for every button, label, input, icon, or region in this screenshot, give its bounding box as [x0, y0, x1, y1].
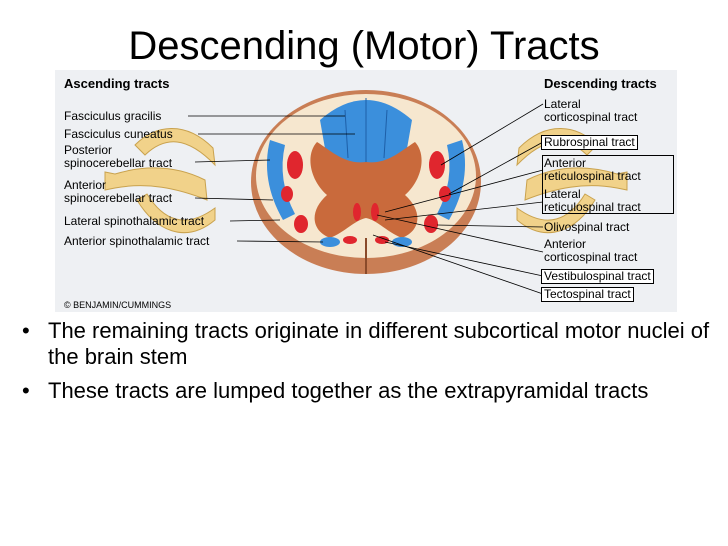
figure-credit: © BENJAMIN/CUMMINGS [64, 300, 172, 310]
label-lateral-spinothalamic: Lateral spinothalamic tract [64, 214, 205, 228]
label-olivospinal: Olivospinal tract [544, 220, 630, 234]
left-anterior-spinothalamic [320, 237, 340, 247]
left-anterior-corticospinal [353, 203, 361, 221]
right-lateral-corticospinal [429, 151, 445, 179]
label-posterior: Posterior [64, 143, 113, 157]
label-posterior-spinocerebellar: spinocerebellar tract [64, 156, 173, 170]
left-lateral-corticospinal [287, 151, 303, 179]
label-anterior-spinothalamic: Anterior spinothalamic tract [64, 234, 210, 248]
label-lateral-1: Lateral [544, 97, 581, 111]
right-dorsal-root [524, 167, 628, 201]
bullet-marker: • [22, 318, 30, 343]
label-lateral-corticospinal: corticospinal tract [544, 110, 638, 124]
descending-header: Descending tracts [544, 76, 657, 91]
gray-matter [310, 142, 422, 238]
left-root-lower [136, 193, 216, 234]
label-fasciculus-gracilis: Fasciculus gracilis [64, 109, 162, 123]
reticulospinal-box [542, 155, 674, 214]
label-anterior-spinocerebellar: spinocerebellar tract [64, 191, 173, 205]
slide-title: Descending (Motor) Tracts [128, 24, 600, 68]
descending-leaders [372, 103, 544, 295]
label-lateral-2: Lateral [544, 187, 581, 201]
ascending-header: Ascending tracts [64, 76, 170, 91]
bullet-item: • The remaining tracts originate in diff… [22, 318, 722, 370]
right-olivospinal [424, 215, 438, 233]
spinal-cord-figure: Ascending tracts Descending tracts Fasci… [55, 70, 677, 312]
label-anterior-2: Anterior [544, 237, 587, 251]
bullet-list: • The remaining tracts originate in diff… [22, 318, 722, 412]
label-vestibulospinal: Vestibulospinal tract [541, 269, 654, 284]
label-fasciculus-cuneatus: Fasciculus cuneatus [64, 127, 173, 141]
spinal-cord-diagram [104, 90, 628, 295]
bullet-text: The remaining tracts originate in differ… [48, 318, 710, 369]
left-olivospinal [294, 215, 308, 233]
bullet-text: These tracts are lumped together as the … [48, 378, 649, 403]
right-rubrospinal [439, 186, 451, 202]
ascending-leaders [188, 115, 355, 243]
label-anterior-reticulospinal: reticulospinal tract [544, 169, 641, 183]
label-tectospinal: Tectospinal tract [541, 287, 634, 302]
label-anterior-corticospinal: corticospinal tract [544, 250, 638, 264]
left-dorsal-root [104, 167, 208, 201]
bullet-marker: • [22, 378, 30, 403]
nerve-roots [104, 128, 628, 234]
left-rubrospinal [281, 186, 293, 202]
right-root-lower [516, 193, 596, 234]
left-vestibulospinal [343, 236, 357, 244]
label-lateral-reticulospinal: reticulospinal tract [544, 200, 641, 214]
label-anterior-1: Anterior [544, 156, 587, 170]
right-anterior-corticospinal [371, 203, 379, 221]
label-anterior: Anterior [64, 178, 107, 192]
bullet-item: • These tracts are lumped together as th… [22, 378, 722, 404]
left-root-upper [134, 128, 216, 167]
label-rubrospinal: Rubrospinal tract [541, 135, 638, 150]
